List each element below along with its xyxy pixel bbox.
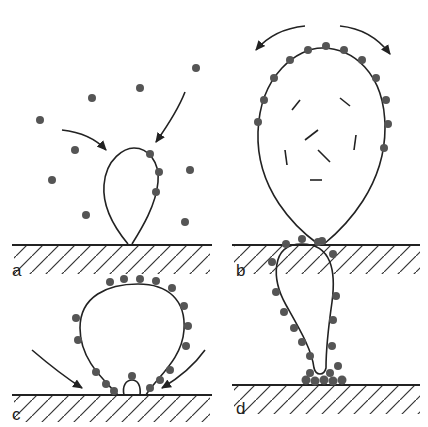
bubble-c	[32, 275, 205, 395]
panel-letter: b	[236, 262, 245, 279]
panel-letter: a	[12, 262, 21, 279]
ground	[12, 245, 420, 422]
panel-letter: d	[236, 400, 245, 417]
panel-letter: c	[12, 406, 21, 423]
bubble-d	[268, 235, 347, 386]
bubble-a	[36, 64, 200, 244]
bubble-b	[254, 26, 392, 245]
